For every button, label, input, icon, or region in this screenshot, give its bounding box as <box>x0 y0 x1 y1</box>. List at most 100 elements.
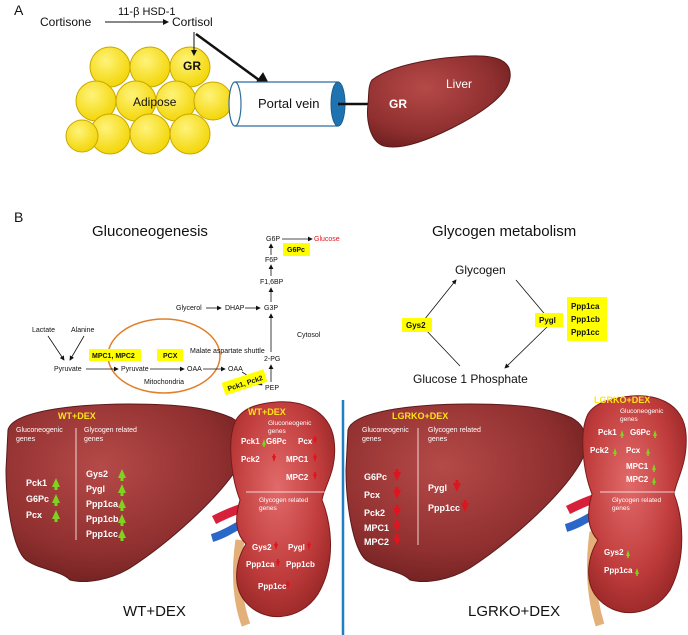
lgrko-kidney-arrows <box>613 430 657 576</box>
enzyme-label: 11-β HSD-1 <box>118 6 175 18</box>
wt-kidney-g6pc: G6Pc <box>266 437 287 446</box>
up-arrow-icon <box>52 510 60 522</box>
liver-label: Liver <box>446 77 472 91</box>
up-arrow-icon <box>626 550 630 558</box>
gr-liver-label: GR <box>389 97 407 111</box>
alanine-label: Alanine <box>71 327 94 334</box>
wt-caption: WT+DEX <box>123 603 186 620</box>
up-arrow-icon <box>262 439 266 447</box>
wt-kidney-ppp1cb: Ppp1cb <box>286 560 315 569</box>
lgrko-kidney-glyco-header-1: Glycogen related <box>612 497 662 504</box>
ppp-box-label-1: Ppp1ca <box>571 302 600 311</box>
up-arrow-icon <box>118 529 126 541</box>
gys2-box-label: Gys2 <box>406 321 426 330</box>
lgrko-kidney-gluco-header-1: Gluconeogenic <box>620 408 664 415</box>
wt-gene-ppp1cb: Ppp1cb <box>86 514 119 524</box>
lgrko-kidney-pcx: Pcx <box>626 446 641 455</box>
up-arrow-icon <box>52 494 60 506</box>
lgrko-gene-pygl: Pygl <box>428 483 447 493</box>
panel-b-label: B <box>14 209 23 225</box>
lgrko-caption: LGRKO+DEX <box>468 603 560 620</box>
lgrko-gluco-header-2: genes <box>362 436 382 443</box>
lgrko-kidney-gys2: Gys2 <box>604 548 624 557</box>
up-arrow-icon <box>652 477 656 485</box>
up-arrow-icon <box>635 568 639 576</box>
f16bp-label: F1,6BP <box>260 279 284 286</box>
wt-kidney-gys2: Gys2 <box>252 543 272 552</box>
wt-kidney-glyco-header-2: genes <box>259 505 277 512</box>
down-arrow-icon <box>393 534 401 546</box>
lgrko-liver-title: LGRKO+DEX <box>392 411 448 421</box>
down-arrow-icon <box>453 480 461 492</box>
down-arrow-icon <box>307 542 311 550</box>
down-arrow-icon <box>461 500 469 512</box>
lgrko-kidney-mpc1: MPC1 <box>626 462 649 471</box>
wt-glyco-header-1: Glycogen related <box>84 427 137 434</box>
f6p-label: F6P <box>265 257 278 264</box>
mpc-box-label: MPC1, MPC2 <box>92 353 135 360</box>
up-arrow-icon <box>613 448 617 456</box>
up-arrow-icon <box>118 484 126 496</box>
wt-gene-pck1: Pck1 <box>26 478 47 488</box>
adipose-label: Adipose <box>133 95 177 109</box>
lgrko-gluco-down-arrows <box>393 469 401 546</box>
up-arrow-icon <box>620 430 624 438</box>
pep-label: PEP <box>265 385 279 392</box>
pcx-box <box>157 349 183 361</box>
lgrko-gene-pcx: Pcx <box>364 490 380 500</box>
up-arrow-icon <box>118 514 126 526</box>
liver-a-shape <box>367 55 511 148</box>
wt-gene-g6pc: G6Pc <box>26 494 49 504</box>
lgrko-kidney-shape <box>582 395 687 614</box>
wt-kidney-pygl: Pygl <box>288 543 305 552</box>
pcx-box-label: PCX <box>163 353 178 360</box>
wt-kidney-pcx: Pcx <box>298 437 313 446</box>
pyruvate2-label: Pyruvate <box>121 366 149 373</box>
wt-gene-pcx: Pcx <box>26 510 42 520</box>
g6p-label: G6P <box>266 236 280 243</box>
wt-kidney-gluco-header-1: Gluconeogenic <box>268 420 312 427</box>
wt-liver-shape <box>5 403 247 582</box>
lgrko-kidney-pck2: Pck2 <box>590 446 609 455</box>
mitochondria-label: Mitochondria <box>144 379 184 386</box>
g3p-label: G3P <box>264 305 278 312</box>
ppp-box-label-3: Ppp1cc <box>571 328 600 337</box>
pygl-box-label: Pygl <box>539 316 556 325</box>
down-arrow-icon <box>393 487 401 499</box>
mpc-box <box>89 349 141 361</box>
cortisol-label: Cortisol <box>172 15 213 29</box>
lactate-label: Lactate <box>32 327 55 334</box>
portal-vein-label: Portal vein <box>258 96 319 111</box>
down-arrow-icon <box>272 454 276 462</box>
up-arrow-icon <box>118 469 126 481</box>
glycogen-metabolism-title: Glycogen metabolism <box>432 223 576 240</box>
g6pc-box-label: G6Pc <box>287 247 305 254</box>
up-arrow-icon <box>653 430 657 438</box>
lgrko-liver-shape <box>345 403 587 582</box>
lgrko-gluco-gene-list: G6Pc Pcx Pck2 MPC1 MPC2 <box>364 472 389 547</box>
down-arrow-icon <box>274 542 278 550</box>
down-arrow-icon <box>393 469 401 481</box>
down-arrow-icon <box>393 505 401 517</box>
down-arrow-icon <box>313 436 317 444</box>
cortisol-to-portal-arrow <box>195 32 273 90</box>
g1p-to-gys2-line <box>423 327 461 367</box>
wt-kidney-pck1: Pck1 <box>241 437 260 446</box>
wt-gene-ppp1cc: Ppp1cc <box>86 529 118 539</box>
alanine-to-pyruvate-arrow <box>69 335 85 361</box>
lgrko-gene-g6pc: G6Pc <box>364 472 387 482</box>
g1p-to-glycogen-arrow <box>423 279 457 321</box>
up-arrow-icon <box>646 448 650 456</box>
cortisone-label: Cortisone <box>40 15 92 29</box>
wt-kidney-arrows <box>262 436 317 589</box>
wt-kidney-mpc2: MPC2 <box>286 473 309 482</box>
oaa1-label: OAA <box>187 366 202 373</box>
wt-kidney-glyco-header-1: Glycogen related <box>259 497 309 504</box>
up-arrow-icon <box>118 499 126 511</box>
wt-liver-title: WT+DEX <box>58 411 96 421</box>
down-arrow-icon <box>393 520 401 532</box>
lactate-to-pyruvate-arrow <box>47 335 65 361</box>
wt-gluco-gene-list: Pck1 G6Pc Pcx <box>26 478 49 520</box>
shuttle-label: Malate aspartate shuttle <box>190 348 265 355</box>
